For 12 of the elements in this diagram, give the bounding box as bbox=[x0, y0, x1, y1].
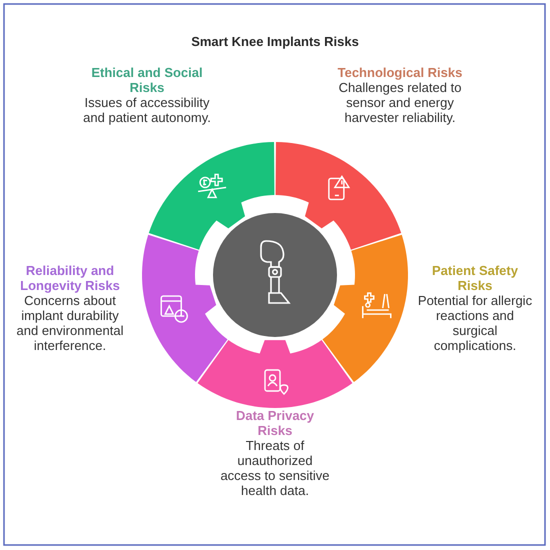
diagram-title: Smart Knee Implants Risks bbox=[190, 34, 360, 49]
center-circle bbox=[213, 213, 337, 337]
risk-heading: Reliability and Longevity Risks bbox=[19, 263, 121, 293]
risk-heading: Data Privacy Risks bbox=[234, 408, 316, 438]
risk-description: Concerns about implant durability and environmental interference. bbox=[16, 293, 124, 353]
risk-heading: Technological Risks bbox=[336, 65, 464, 80]
risk-description: Challenges related to sensor and energy harvester reliability. bbox=[338, 80, 462, 125]
risk-description: Potential for allergic reactions and surgical complications. bbox=[416, 293, 534, 353]
risk-heading: Ethical and Social Risks bbox=[90, 65, 204, 95]
risk-heading: Patient Safety Risks bbox=[431, 263, 519, 293]
risk-description: Issues of accessibility and patient autonomy. bbox=[82, 95, 212, 125]
risk-description: Threats of unauthorized access to sensitive health data. bbox=[220, 438, 330, 498]
